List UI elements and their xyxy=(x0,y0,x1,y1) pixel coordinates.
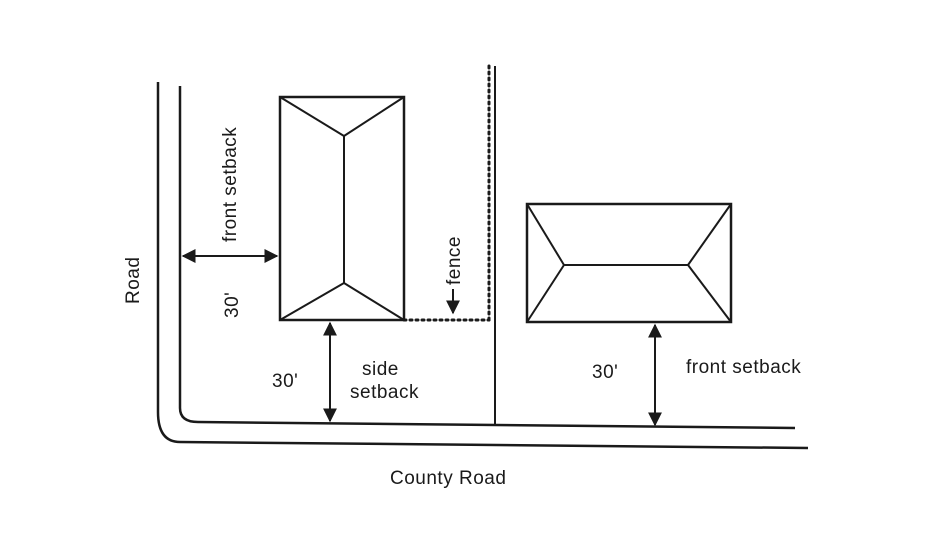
road-outer-edge xyxy=(156,82,809,450)
side-setback-label-line1: side xyxy=(362,359,399,380)
road-inner-edge xyxy=(178,86,796,430)
house-right xyxy=(525,202,733,324)
house-right-outline xyxy=(525,202,733,324)
house-left xyxy=(278,95,406,322)
side-setback-label-line2: setback xyxy=(350,382,419,403)
side-setback-distance: 30' xyxy=(272,371,298,392)
county-road-label: County Road xyxy=(390,468,506,489)
fence-label: fence xyxy=(444,236,465,285)
front-setback-left-distance: 30' xyxy=(222,292,243,318)
front-setback-right-label: front setback xyxy=(686,357,801,378)
front-setback-left-label: front setback xyxy=(220,127,241,242)
road-label: Road xyxy=(123,257,144,304)
house-left-outline xyxy=(278,95,406,322)
front-setback-right-distance: 30' xyxy=(592,362,618,383)
